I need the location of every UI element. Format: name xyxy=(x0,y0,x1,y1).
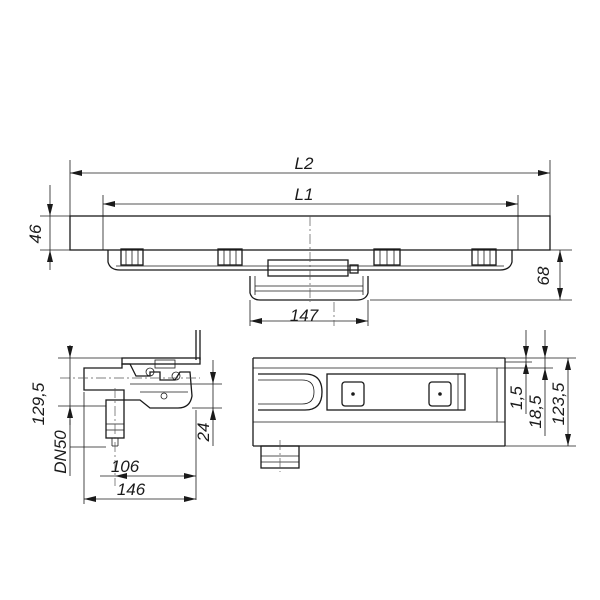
dim-L1-label: L1 xyxy=(295,185,314,204)
dim-106-label: 106 xyxy=(111,457,140,476)
dim-123-5: 123,5 xyxy=(505,357,576,447)
dim-1-5: 1,5 xyxy=(505,330,532,414)
dim-24-label: 24 xyxy=(194,423,213,443)
dim-147: 147 xyxy=(249,300,369,326)
dim-68: 68 xyxy=(370,249,572,301)
dim-L2: L2 xyxy=(69,154,551,216)
dim-129-5-label: 129,5 xyxy=(29,382,48,425)
dim-147-label: 147 xyxy=(290,306,319,325)
dim-24: 24 xyxy=(192,360,222,446)
dim-68-label: 68 xyxy=(534,266,553,285)
clip-4 xyxy=(471,248,497,266)
dim-1-5-label: 1,5 xyxy=(507,386,526,410)
dim-146-label: 146 xyxy=(117,480,146,499)
dim-dn50: DN50 xyxy=(51,420,106,476)
clip-2 xyxy=(217,248,243,266)
side-view xyxy=(60,330,201,486)
front-view xyxy=(69,215,551,302)
dim-18-5-label: 18,5 xyxy=(526,395,545,429)
dim-123-5-label: 123,5 xyxy=(549,382,568,425)
dim-129-5: 129,5 xyxy=(29,345,122,425)
dim-L2-label: L2 xyxy=(295,154,314,173)
dim-18-5: 18,5 xyxy=(505,330,553,436)
plan-view xyxy=(252,357,506,472)
clip-3 xyxy=(373,248,401,266)
clip-1 xyxy=(120,248,144,266)
dim-146: 146 xyxy=(83,392,196,504)
dim-dn50-label: DN50 xyxy=(51,430,70,474)
dim-46: 46 xyxy=(26,185,70,270)
dim-46-label: 46 xyxy=(26,224,45,243)
dim-106: 106 xyxy=(100,410,197,500)
dim-L1: L1 xyxy=(102,185,519,216)
